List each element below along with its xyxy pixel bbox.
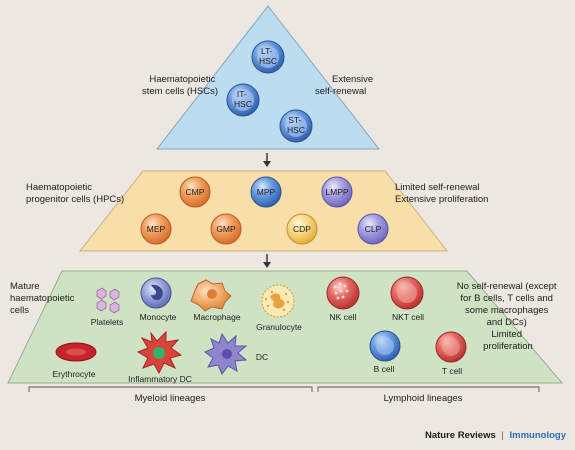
t-cell: T cell — [435, 331, 467, 376]
svg-text:Inflammatory DC: Inflammatory DC — [128, 374, 192, 384]
b-cell: B cell — [369, 330, 401, 374]
granulocyte-cell: Granulocyte — [256, 284, 302, 332]
svg-text:DC: DC — [256, 352, 268, 362]
lymphoid-lineage-bracket: Lymphoid lineages — [317, 386, 540, 404]
svg-text:MEP: MEP — [147, 224, 166, 234]
arrow-progenitor-to-mature — [263, 254, 271, 268]
mpp-cell: MPP — [250, 176, 282, 208]
mep-cell: MEP — [140, 213, 172, 245]
svg-text:CMP: CMP — [186, 187, 205, 197]
journal-subject: Immunology — [510, 430, 567, 441]
mature-tier-description: No self-renewal (except for B cells, T c… — [457, 281, 559, 352]
svg-text:CLP: CLP — [365, 224, 382, 234]
progenitor-tier — [78, 170, 449, 252]
erythrocyte-cell: Erythrocyte — [53, 342, 97, 379]
svg-text:GMP: GMP — [216, 224, 236, 234]
journal-credit: Nature Reviews | Immunology — [425, 430, 567, 441]
inflammatory-dc-cell: Inflammatory DC — [128, 330, 192, 384]
it-hsc-cell: IT- HSC — [226, 83, 260, 117]
lmpp-cell: LMPP — [321, 176, 353, 208]
dc-cell: DC — [204, 332, 268, 375]
myeloid-lineage-label: Myeloid lineages — [135, 393, 206, 404]
svg-text:Platelets: Platelets — [91, 317, 124, 327]
nkt-cell: NKT cell — [390, 276, 424, 322]
svg-text:IT- HSC: IT- HSC — [234, 89, 252, 109]
lymphoid-lineage-label: Lymphoid lineages — [384, 393, 463, 404]
svg-text:LMPP: LMPP — [325, 187, 348, 197]
st-hsc-cell: ST- HSC — [279, 109, 313, 143]
svg-text:MPP: MPP — [257, 187, 276, 197]
monocyte-cell: Monocyte — [140, 277, 177, 322]
progenitor-tier-description: Limited self-renewal Extensive prolifera… — [395, 182, 488, 205]
credit-separator: | — [501, 430, 503, 441]
stem-tier-label: Haematopoietic stem cells (HSCs) — [142, 74, 218, 97]
arrow-stem-to-progenitor — [263, 153, 271, 167]
clp-cell: CLP — [357, 213, 389, 245]
svg-text:Erythrocyte: Erythrocyte — [53, 369, 96, 379]
myeloid-lineage-bracket: Myeloid lineages — [28, 386, 313, 404]
svg-text:Macrophage: Macrophage — [193, 312, 241, 322]
platelets-cell: Platelets — [91, 287, 124, 327]
stem-cell-tier — [155, 5, 381, 150]
nk-cell: NK cell — [326, 276, 360, 322]
svg-text:NK cell: NK cell — [330, 312, 357, 322]
cdp-cell: CDP — [286, 213, 318, 245]
svg-text:B cell: B cell — [374, 364, 395, 374]
mature-tier-label: Mature haematopoietic cells — [10, 281, 77, 316]
svg-text:NKT cell: NKT cell — [392, 312, 424, 322]
gmp-cell: GMP — [210, 213, 242, 245]
svg-text:CDP: CDP — [293, 224, 311, 234]
svg-text:Granulocyte: Granulocyte — [256, 322, 302, 332]
cmp-cell: CMP — [179, 176, 211, 208]
svg-text:T cell: T cell — [442, 366, 462, 376]
svg-text:ST- HSC: ST- HSC — [287, 115, 305, 135]
journal-name: Nature Reviews — [425, 430, 496, 441]
macrophage-cell: Macrophage — [190, 279, 241, 322]
stem-tier-description: Extensive self-renewal — [315, 74, 376, 97]
progenitor-tier-label: Haematopoietic progenitor cells (HPCs) — [26, 182, 124, 205]
svg-text:LT- HSC: LT- HSC — [259, 46, 277, 66]
lt-hsc-cell: LT- HSC — [251, 40, 285, 74]
svg-text:Monocyte: Monocyte — [140, 312, 177, 322]
